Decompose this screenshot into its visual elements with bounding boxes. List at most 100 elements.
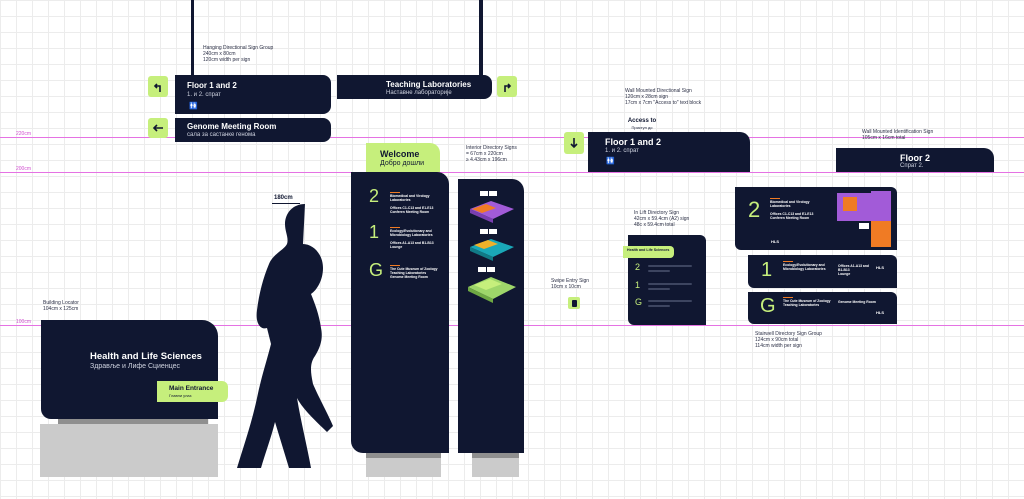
stairwell-sign-g: G The Cute Museum of Zoology Teaching La… bbox=[748, 292, 897, 324]
arrow-down-icon bbox=[570, 138, 578, 149]
stair-f1-item-1: Offices A1-A13 and B1-B13 bbox=[838, 264, 869, 272]
hanging-note: Hanging Directional Sign Group 240cm x 8… bbox=[203, 45, 274, 63]
hanging-genome-title: Genome Meeting Room bbox=[187, 122, 277, 131]
stair-fg-item-2: Genome Meeting Room bbox=[838, 300, 876, 304]
access-to-title: Access to bbox=[627, 118, 657, 124]
stair-f2-item-1: Offices C1-C13 and E1-E13 bbox=[770, 212, 814, 216]
wall-directional-sign: Floor 1 and 2 1. и 2. спрат 🚻 bbox=[588, 132, 750, 172]
totem-f1-item-2: Lounge bbox=[390, 245, 403, 249]
lift-floor-g: G bbox=[635, 297, 643, 307]
welcome-totem: 2 1 G Biomedical and Virology Laboratori… bbox=[351, 172, 449, 453]
totem-f2-item-1: Offices C1-C13 and E1-E13 bbox=[390, 206, 434, 210]
locator-base bbox=[40, 424, 218, 477]
wall-directional-subtitle: 1. и 2. спрат bbox=[605, 148, 639, 154]
stair-fg-item-1: Teaching Laboratories bbox=[783, 303, 820, 307]
totem-f2-item-2: Conferen Meeting Room bbox=[390, 210, 430, 214]
hanging-teaching-title: Teaching Laboratories bbox=[386, 80, 472, 89]
stair-f2-list: Biomedical and Virology Laboratories Off… bbox=[770, 198, 830, 220]
totem-fg-item-1: Teaching Laboratories bbox=[390, 271, 427, 275]
stair-f1-item-0: Ecology/Evolutionary and Microbiology La… bbox=[783, 263, 826, 271]
arrow-right-box bbox=[497, 76, 517, 97]
arrow-up-left-icon bbox=[153, 82, 161, 92]
totem-base bbox=[366, 458, 441, 477]
lift-floor-1: 1 bbox=[635, 280, 641, 290]
stairwell-sign-f2: 2 Biomedical and Virology Laboratories O… bbox=[735, 187, 897, 250]
totem-f2-item-0: Biomedical and Virology Laboratories bbox=[390, 194, 430, 202]
totem-fg-list: The Cute Museum of Zoology Teaching Labo… bbox=[390, 265, 444, 279]
wall-id-sign: Floor 2 Спрат 2. bbox=[836, 148, 994, 172]
stair-floor-1: 1 bbox=[761, 259, 773, 281]
floor-plan-map bbox=[837, 191, 891, 247]
lift-sign: Health and Life Sciences 2 1 G bbox=[623, 235, 706, 325]
stair-f1-item-2: Lounge bbox=[838, 272, 851, 276]
totem-f1-item-1: Offices A1-A13 and B1-B13 bbox=[390, 241, 434, 245]
totem-floor-2: 2 bbox=[369, 186, 380, 206]
lift-note: In Lift Directory Sign 42cm x 59.4cm (A2… bbox=[634, 210, 690, 228]
hanging-genome-subtitle: сала за састанке генома bbox=[187, 132, 256, 138]
locator-base-top bbox=[58, 419, 208, 424]
hanging-sign-floor: Floor 1 and 2 1. и 2. спрат 🚻 bbox=[175, 75, 331, 114]
locator-subtitle: Здравље и Лифе Сциенцес bbox=[90, 363, 181, 370]
locator-note: Building Locator 104cm x 125cm bbox=[43, 300, 79, 312]
totem-fg-item-0: The Cute Museum of Zoology bbox=[390, 267, 438, 271]
welcome-tag: Welcome Добро дошли bbox=[366, 143, 440, 172]
welcome-subtitle: Добро дошли bbox=[380, 160, 425, 167]
person-silhouette bbox=[237, 204, 333, 468]
arrow-left-icon bbox=[152, 124, 163, 132]
stair-logo-1: HLS bbox=[876, 265, 884, 270]
stair-f2-item-2: Conferen Meeting Room bbox=[770, 216, 810, 220]
hanging-sign-teaching: Teaching Laboratories Наставне лаборатор… bbox=[337, 75, 492, 99]
stair-fg-list-b: Genome Meeting Room bbox=[838, 300, 878, 304]
locator-title: Health and Life Sciences bbox=[90, 351, 202, 362]
map-totem-base-top bbox=[472, 453, 519, 458]
stair-fg-list: The Cute Museum of Zoology Teaching Labo… bbox=[783, 297, 835, 307]
lift-header: Health and Life Sciences bbox=[627, 248, 670, 252]
lift-header-tag: Health and Life Sciences bbox=[623, 246, 674, 258]
swipe-note: Swipe Entry Sign 10cm x 10cm bbox=[551, 278, 590, 290]
guide-100-label: 100cm bbox=[16, 319, 32, 325]
person-height-label: 180cm bbox=[274, 195, 293, 201]
totem-f1-item-0: Ecology/Evolutionary and Microbiology La… bbox=[390, 229, 433, 237]
access-to-subtitle: Приступ до bbox=[631, 125, 653, 130]
hanging-teaching-subtitle: Наставне лабораторије bbox=[386, 90, 452, 96]
hanging-sign-genome: Genome Meeting Room сала за састанке ген… bbox=[175, 118, 331, 142]
arrow-left-box-2 bbox=[148, 118, 168, 138]
swipe-sign bbox=[568, 297, 580, 309]
wall-directional-note: Wall Mounted Directional Sign 120cm x 28… bbox=[625, 88, 702, 106]
totem-floor-1: 1 bbox=[369, 222, 380, 242]
hanging-pole-left bbox=[191, 0, 194, 76]
arrow-down-box bbox=[564, 132, 584, 154]
stair-fg-item-0: The Cute Museum of Zoology bbox=[783, 299, 831, 303]
main-entrance-label: Main Entrance bbox=[169, 385, 214, 392]
map-totem-base bbox=[472, 458, 519, 477]
guide-200-label: 200cm bbox=[16, 166, 32, 172]
hanging-pole-right bbox=[479, 0, 483, 76]
stairwell-sign-f1: 1 Ecology/Evolutionary and Microbiology … bbox=[748, 255, 897, 288]
stair-floor-g: G bbox=[760, 295, 776, 317]
totem-f2-list: Biomedical and Virology Laboratories Off… bbox=[390, 192, 444, 214]
stair-f2-item-0: Biomedical and Virology Laboratories bbox=[770, 200, 810, 208]
interior-note: Interior Directory Signs = 67cm x 220cm … bbox=[466, 145, 517, 163]
stairwell-note: Stairwell Directory Sign Group 124cm x 9… bbox=[755, 331, 822, 349]
lift-floor-2: 2 bbox=[635, 262, 641, 272]
totem-base-top bbox=[366, 453, 441, 458]
wall-id-title: Floor 2 bbox=[900, 153, 931, 163]
totem-f1-list: Ecology/Evolutionary and Microbiology La… bbox=[390, 227, 444, 249]
hanging-floor-subtitle: 1. и 2. спрат bbox=[187, 92, 221, 98]
stair-logo-2: HLS bbox=[771, 239, 779, 244]
isometric-floor-map bbox=[468, 191, 516, 303]
hanging-floor-title: Floor 1 and 2 bbox=[187, 81, 237, 90]
welcome-title: Welcome bbox=[380, 149, 420, 159]
stair-f1-list-b: Offices A1-A13 and B1-B13 Lounge bbox=[838, 264, 873, 276]
guide-220-label: 220cm bbox=[16, 131, 32, 137]
main-entrance-sub: Главни улаз bbox=[169, 393, 192, 398]
restroom-icon-2: 🚻 bbox=[606, 158, 615, 165]
person-height-line bbox=[272, 203, 300, 204]
totem-floor-g: G bbox=[369, 260, 384, 280]
building-locator-sign: Health and Life Sciences Здравље и Лифе … bbox=[41, 320, 218, 419]
stair-floor-2: 2 bbox=[748, 197, 761, 222]
card-reader-icon bbox=[571, 299, 577, 307]
stair-logo-g: HLS bbox=[876, 310, 884, 315]
wall-id-subtitle: Спрат 2. bbox=[900, 163, 924, 169]
guide-220 bbox=[0, 137, 1024, 138]
